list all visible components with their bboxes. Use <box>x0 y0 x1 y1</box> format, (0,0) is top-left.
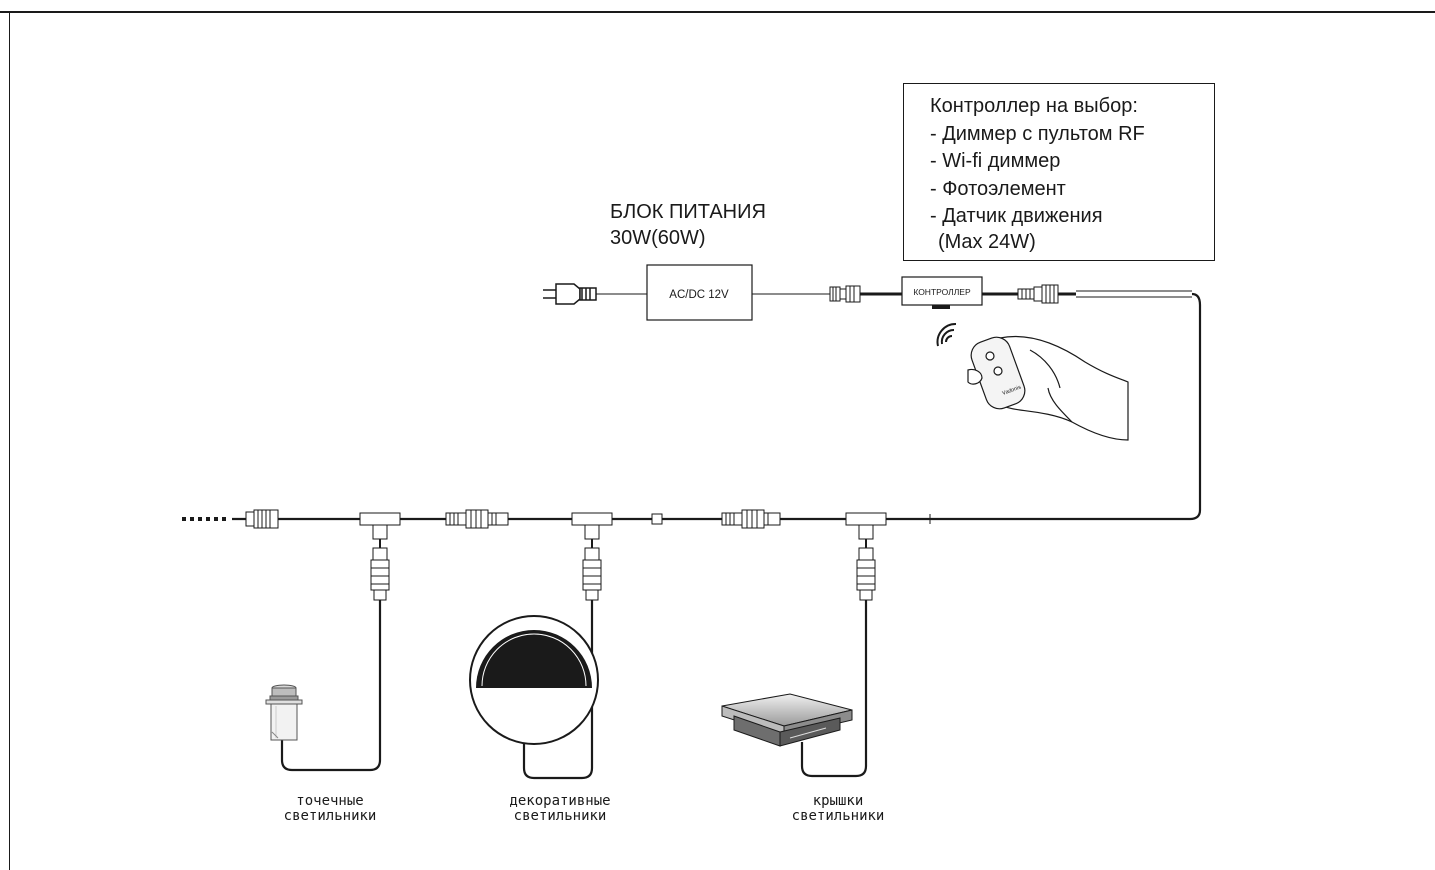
controller-option-rf-dimmer: - Диммер с пультом RF <box>930 123 1145 145</box>
trunk-inline-connector-2 <box>721 509 781 529</box>
plug-icon <box>543 283 597 305</box>
power-supply-title: БЛОК ПИТАНИЯ <box>610 201 766 223</box>
frame-left-border <box>9 11 10 870</box>
controller-label: КОНТРОЛЛЕР <box>913 287 971 297</box>
t-junction-1 <box>359 512 401 601</box>
fixture-label-cap: крышки светильники <box>791 793 885 824</box>
frame-top-border <box>0 11 1435 13</box>
drop-cable-3 <box>800 600 868 778</box>
hand-holding-remote-icon: Vadonis <box>967 335 1129 441</box>
power-supply-box <box>646 264 753 321</box>
controller-option-max-load: (Max 24W) <box>938 231 1036 253</box>
controller-options-box: Контроллер на выбор: - Диммер с пультом … <box>903 83 1215 261</box>
controller-options-heading: Контроллер на выбор: <box>930 95 1138 117</box>
connector-before-controller <box>829 285 861 303</box>
trunk-inline-connector-1 <box>445 509 509 529</box>
fixture-label-spot: точечные светильники <box>283 793 377 824</box>
t-junction-2 <box>571 512 613 601</box>
drop-cable-2 <box>522 600 594 780</box>
trunk-end-connector <box>245 509 279 529</box>
drop-cable-1 <box>280 600 382 772</box>
trunk-splice <box>651 513 663 525</box>
fixture-label-decorative: декоративные светильники <box>509 793 611 824</box>
main-cable <box>232 292 1202 521</box>
decorative-light-fixture <box>469 615 599 745</box>
controller-option-photocell: - Фотоэлемент <box>930 178 1066 200</box>
power-supply-rating: 30W(60W) <box>610 227 706 249</box>
controller-option-motion-sensor: - Датчик движения <box>930 205 1103 227</box>
t-junction-3 <box>845 512 887 601</box>
power-supply-box-label: AC/DC 12V <box>669 289 729 301</box>
spot-light-fixture <box>265 684 303 741</box>
cable-continuation-dots <box>182 517 226 521</box>
wireless-signal-icon <box>936 322 957 347</box>
controller-option-wifi-dimmer: - Wi-fi диммер <box>930 150 1061 172</box>
controller-clip <box>932 305 950 309</box>
cap-light-fixture <box>721 693 853 747</box>
connector-after-controller <box>1017 284 1059 304</box>
